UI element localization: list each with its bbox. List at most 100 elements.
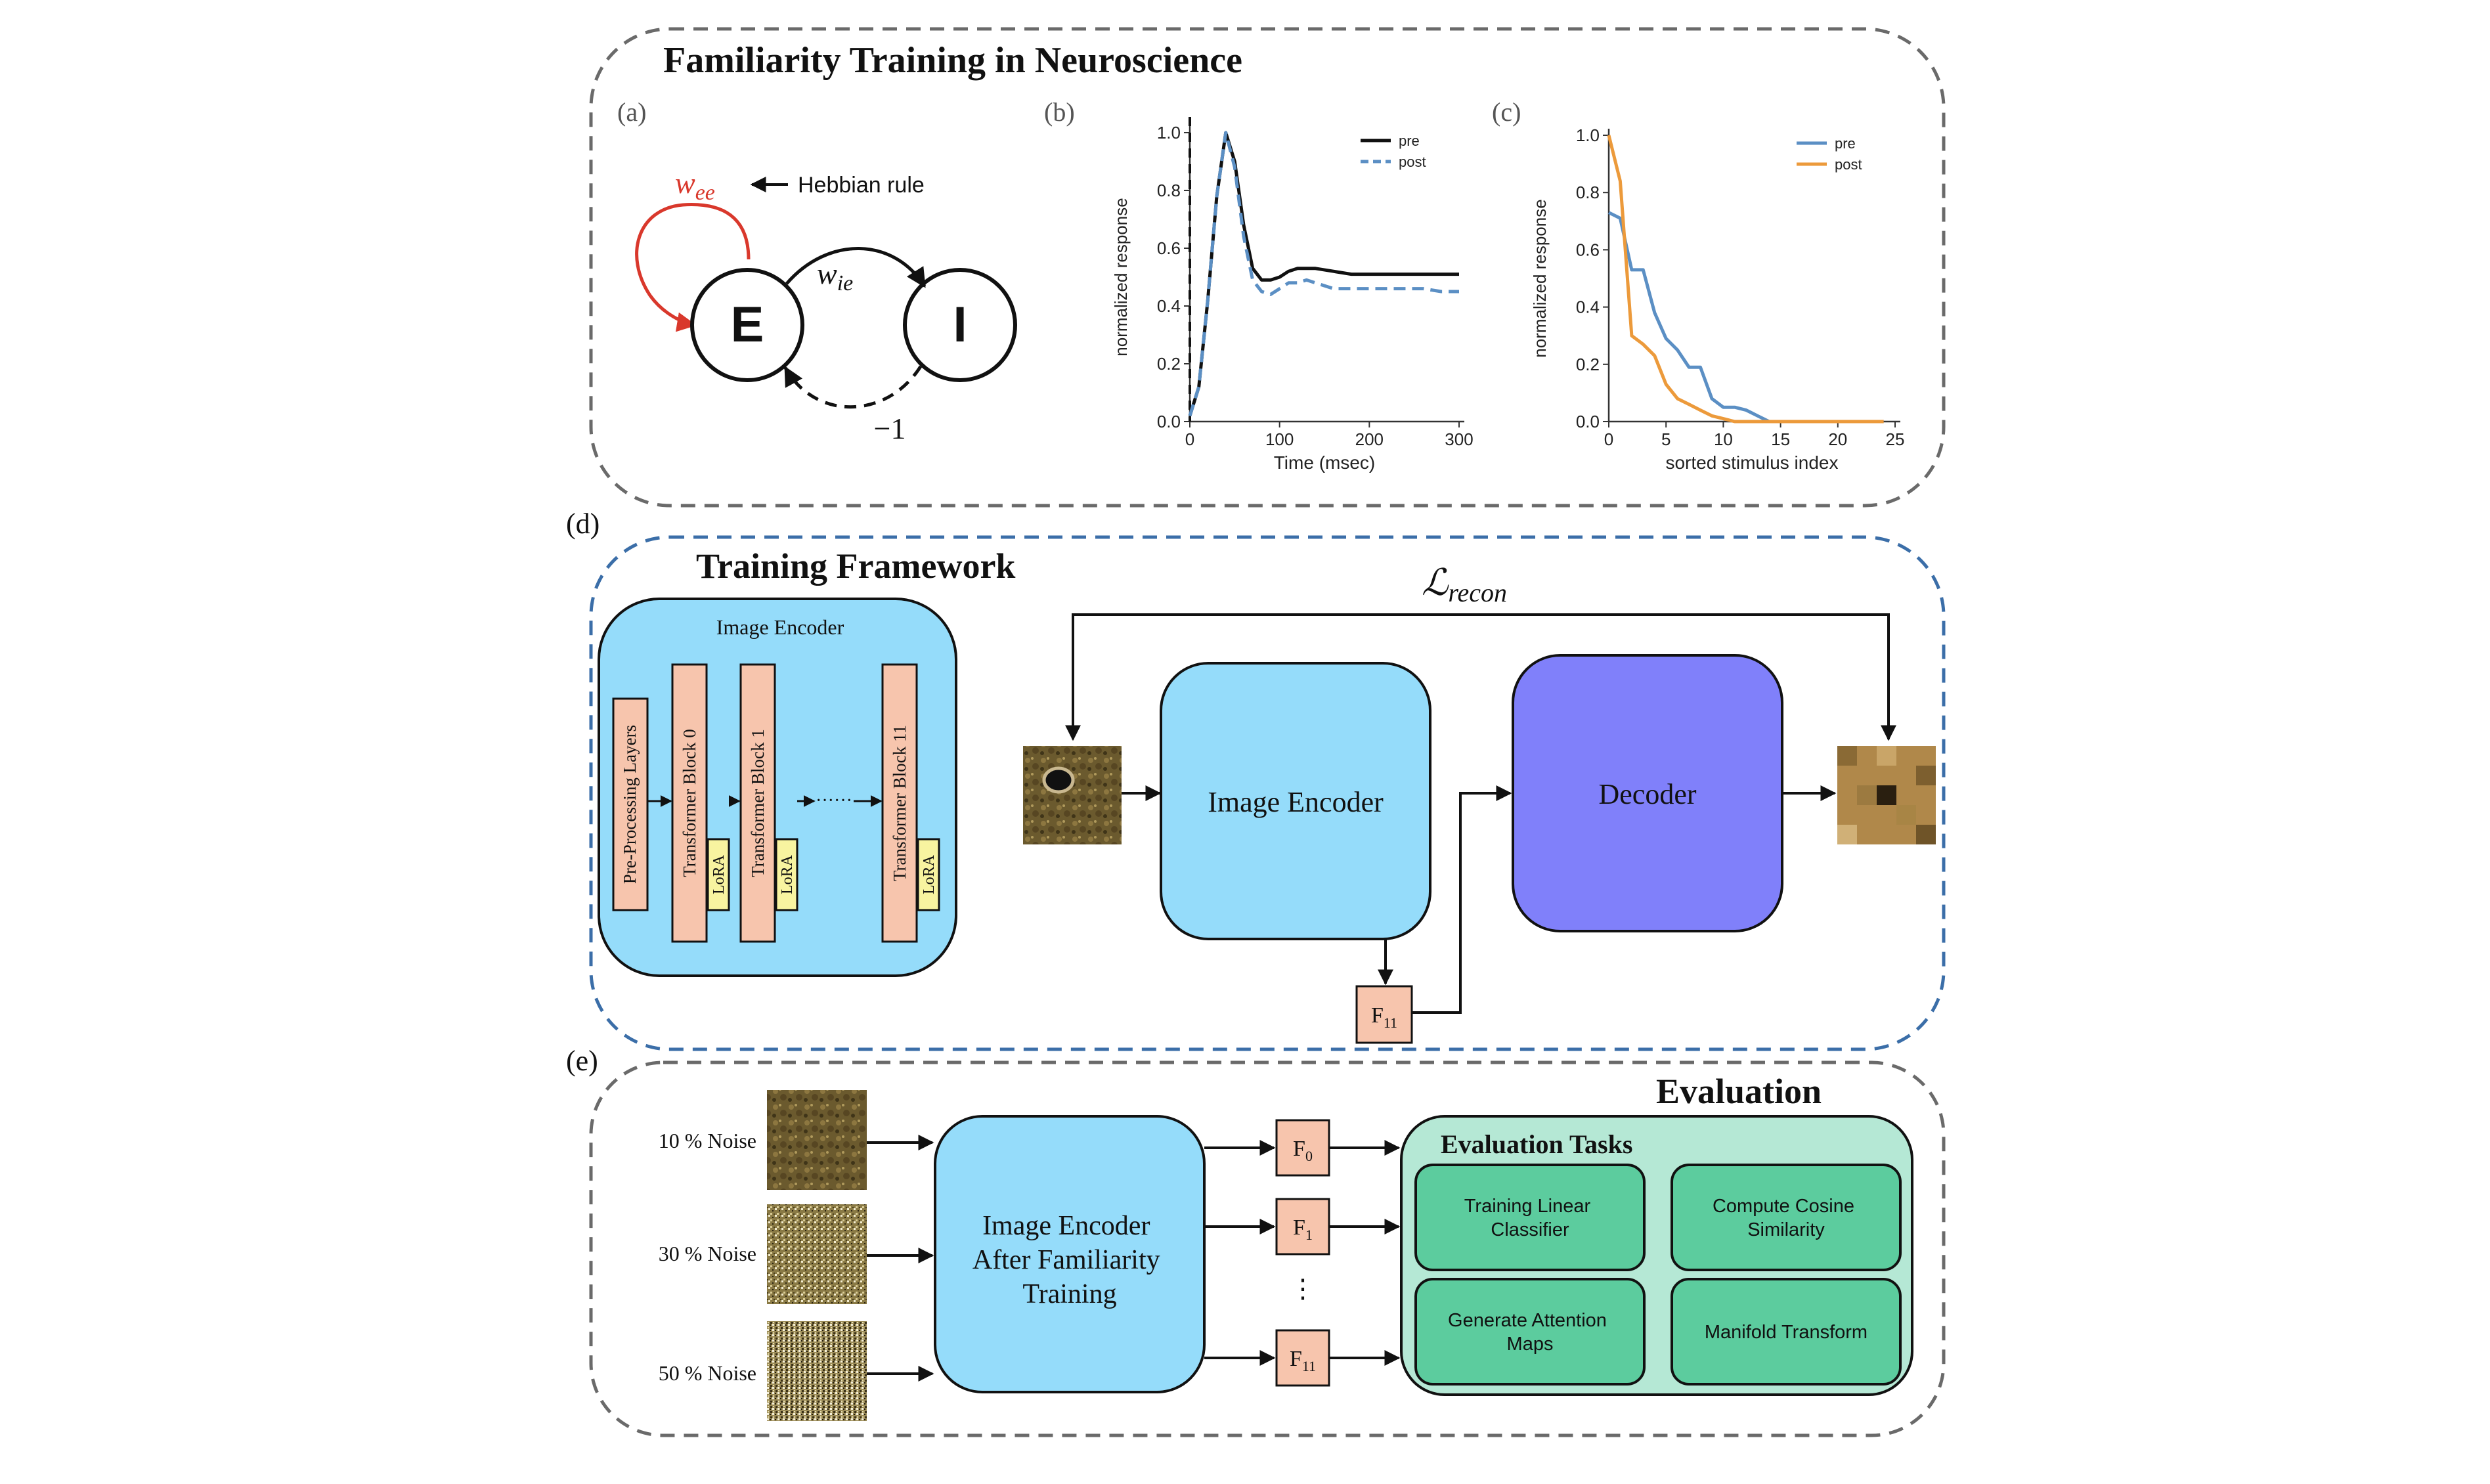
evaluation-title: Evaluation bbox=[1656, 1072, 1822, 1111]
task-attention-maps bbox=[1414, 1278, 1646, 1386]
lora-0-label: LoRA bbox=[710, 854, 728, 894]
x-axis-label: sorted stimulus index bbox=[1665, 452, 1838, 473]
minus-one-label: −1 bbox=[874, 412, 906, 445]
feature-f0-label: F0 bbox=[1293, 1137, 1313, 1164]
training-frame bbox=[589, 535, 1946, 1051]
node-e-label: E bbox=[731, 297, 764, 353]
y-tick-label: 0.0 bbox=[1157, 412, 1181, 431]
x-tick-label: 15 bbox=[1771, 429, 1790, 449]
task-attention-maps-label: Generate Attention Maps bbox=[1448, 1310, 1612, 1355]
feature-f11-eval-box bbox=[1275, 1329, 1330, 1387]
arrow-f11-to-decoder bbox=[1412, 785, 1512, 1014]
y-tick-label: 0.4 bbox=[1576, 297, 1600, 317]
panel-e-label: (e) bbox=[566, 1045, 598, 1077]
x-tick-label: 20 bbox=[1828, 429, 1847, 449]
x-tick-label: 200 bbox=[1355, 429, 1384, 449]
y-tick-label: 0.4 bbox=[1157, 296, 1181, 316]
y-tick-label: 1.0 bbox=[1157, 123, 1181, 142]
lora-0 bbox=[707, 838, 730, 911]
self-excitation-loop bbox=[635, 203, 751, 332]
x-tick-label: 0 bbox=[1604, 429, 1613, 449]
decoder-label: Decoder bbox=[1598, 778, 1696, 810]
evaluation-tasks-title: Evaluation Tasks bbox=[1441, 1129, 1632, 1159]
hebbian-rule-label: Hebbian rule bbox=[798, 173, 925, 198]
input-toad-eye-icon bbox=[1042, 766, 1075, 794]
series-line-pre bbox=[1188, 131, 1459, 416]
feature-f11-box bbox=[1355, 985, 1413, 1044]
series-line-pre bbox=[1607, 211, 1884, 424]
x-axis-label: Time (msec) bbox=[1274, 452, 1376, 473]
image-encoder-label: Image Encoder bbox=[1208, 786, 1384, 818]
preprocessing-layers bbox=[612, 697, 649, 911]
w-ie-label: wie bbox=[817, 257, 853, 295]
y-tick-label: 0.8 bbox=[1157, 181, 1181, 200]
y-axis-label: normalized response bbox=[1111, 198, 1131, 356]
legend-label-post: post bbox=[1399, 154, 1426, 170]
loss-recon-label: ℒrecon bbox=[1422, 563, 1507, 607]
task-manifold-transform-label: Manifold Transform bbox=[1705, 1322, 1867, 1343]
encoder-detail-title: Image Encoder bbox=[716, 615, 844, 639]
w-ee-label: wee bbox=[675, 166, 715, 205]
transformer-block-11 bbox=[881, 663, 918, 943]
legend-label-post: post bbox=[1835, 156, 1862, 173]
y-tick-label: 0.2 bbox=[1576, 355, 1600, 374]
noise-10-image bbox=[767, 1090, 867, 1190]
feature-f1-label: F1 bbox=[1293, 1215, 1313, 1243]
task-manifold-transform bbox=[1671, 1278, 1902, 1386]
y-tick-label: 0.0 bbox=[1576, 412, 1600, 431]
ellipsis-dots: ······ bbox=[816, 791, 852, 811]
x-tick-label: 0 bbox=[1185, 429, 1194, 449]
panel-c-label: (c) bbox=[1492, 97, 1521, 127]
task-linear-classifier-label: Training Linear Classifier bbox=[1464, 1196, 1596, 1240]
node-i bbox=[903, 268, 1017, 382]
task-linear-classifier bbox=[1414, 1164, 1646, 1271]
trained-encoder-label: Image Encoder After Familiarity Training bbox=[972, 1211, 1167, 1309]
lora-11 bbox=[917, 838, 940, 911]
noise-50-image bbox=[767, 1321, 867, 1421]
noise-50-label: 50 % Noise bbox=[659, 1361, 756, 1385]
transformer-block-1-label: Transformer Block 1 bbox=[748, 729, 768, 877]
legend-label-pre: pre bbox=[1399, 133, 1420, 149]
feature-f11-label: F11 bbox=[1371, 1003, 1397, 1031]
panel-d-label: (d) bbox=[566, 508, 600, 540]
transformer-block-11-label: Transformer Block 11 bbox=[890, 725, 909, 881]
vertical-ellipsis: ⋮ bbox=[1290, 1274, 1316, 1303]
task-cosine-similarity bbox=[1671, 1164, 1902, 1271]
loss-feedback-line bbox=[1065, 613, 1896, 741]
y-tick-label: 0.6 bbox=[1576, 240, 1600, 259]
x-tick-label: 25 bbox=[1886, 429, 1905, 449]
y-tick-label: 1.0 bbox=[1576, 125, 1600, 145]
y-tick-label: 0.8 bbox=[1576, 183, 1600, 202]
noise-30-image bbox=[767, 1204, 867, 1304]
lora-11-label: LoRA bbox=[921, 854, 938, 894]
x-tick-label: 10 bbox=[1714, 429, 1733, 449]
x-tick-label: 5 bbox=[1661, 429, 1671, 449]
lora-1-label: LoRA bbox=[779, 854, 796, 894]
y-tick-label: 0.6 bbox=[1157, 238, 1181, 258]
panel-a-label: (a) bbox=[617, 97, 646, 127]
feature-f11-eval-label: F11 bbox=[1290, 1347, 1316, 1374]
i-to-e-inhibition bbox=[783, 365, 923, 409]
x-tick-label: 100 bbox=[1265, 429, 1294, 449]
y-tick-label: 0.2 bbox=[1157, 354, 1181, 374]
output-reconstruction-image bbox=[1837, 746, 1936, 844]
image-encoder-box bbox=[1160, 662, 1431, 940]
series-line-post bbox=[1188, 131, 1459, 416]
transformer-block-1 bbox=[739, 663, 776, 943]
training-title: Training Framework bbox=[696, 546, 1015, 586]
input-toad-image bbox=[1023, 746, 1122, 844]
transformer-block-0 bbox=[671, 663, 708, 943]
node-e bbox=[690, 268, 804, 382]
evaluation-frame bbox=[589, 1060, 1946, 1437]
legend-label-pre: pre bbox=[1835, 135, 1856, 152]
chart-c: 0 5 10 15 20 25 0.0 0.2 0.4 0.6 0.8 1.0 sorted stimu… bbox=[1530, 125, 1904, 473]
noise-10-label: 10 % Noise bbox=[659, 1129, 756, 1152]
noise-30-label: 30 % Noise bbox=[659, 1242, 756, 1265]
preprocessing-label: Pre-Processing Layers bbox=[620, 725, 640, 884]
neuroscience-title: Familiarity Training in Neuroscience bbox=[663, 40, 1242, 81]
e-to-i-arrow bbox=[785, 247, 927, 288]
trained-encoder-box bbox=[934, 1115, 1206, 1393]
neuroscience-frame bbox=[589, 27, 1946, 508]
